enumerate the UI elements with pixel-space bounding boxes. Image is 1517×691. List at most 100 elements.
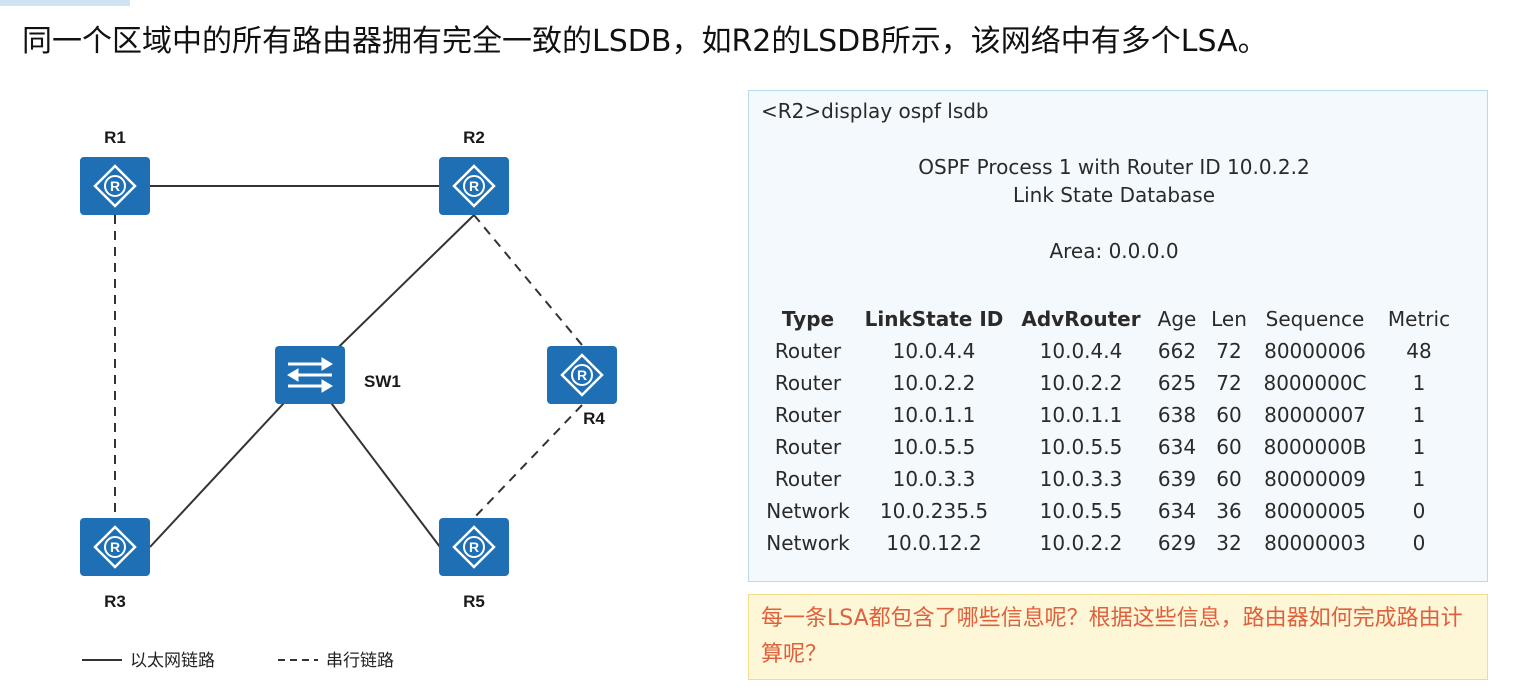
router-r3: R [80,518,150,576]
cell-type: Router [774,467,842,491]
cell-adv-router: 10.0.5.5 [1039,435,1123,459]
cell-adv-router: 10.0.3.3 [1039,467,1123,491]
header-adv-router: AdvRouter [1021,307,1141,331]
cell-sequence: 80000003 [1264,531,1366,555]
label-r1: R1 [104,128,126,147]
lsdb-table: Type LinkState ID AdvRouter Age Len Sequ… [761,303,1461,559]
cell-age: 625 [1157,371,1197,395]
cell-age: 634 [1157,499,1197,523]
cell-age: 634 [1157,435,1197,459]
label-sw1: SW1 [364,372,401,391]
header-age: Age [1157,307,1197,331]
cell-sequence: 80000005 [1264,499,1366,523]
router-r2: R [439,157,509,215]
cell-linkstate-id: 10.0.12.2 [886,531,982,555]
table-row: Network 10.0.235.5 10.0.5.5 634 36 80000… [761,495,1461,527]
cell-linkstate-id: 10.0.5.5 [892,435,976,459]
cell-adv-router: 10.0.4.4 [1039,339,1123,363]
legend-serial-label: 串行链路 [326,651,394,671]
cell-sequence: 80000007 [1264,403,1366,427]
router-r4: R [547,346,617,404]
console-process-line: OSPF Process 1 with Router ID 10.0.2.2 [918,155,1310,179]
cell-adv-router: 10.0.5.5 [1039,499,1123,523]
cell-metric: 1 [1412,467,1426,491]
cell-sequence: 80000006 [1264,339,1366,363]
router-icon: R [93,164,137,208]
label-r2: R2 [463,128,485,147]
svg-text:R: R [577,367,587,383]
cell-type: Router [774,371,842,395]
svg-text:R: R [110,539,120,555]
cell-metric: 0 [1412,499,1426,523]
table-row: Router 10.0.3.3 10.0.3.3 639 60 80000009… [761,463,1461,495]
svg-text:R: R [110,178,120,194]
cell-type: Router [774,339,842,363]
cell-linkstate-id: 10.0.1.1 [892,403,976,427]
cell-len: 60 [1216,435,1242,459]
cell-sequence: 8000000B [1263,435,1367,459]
table-row: Router 10.0.1.1 10.0.1.1 638 60 80000007… [761,399,1461,431]
header-sequence: Sequence [1265,307,1365,331]
cell-type: Router [774,435,842,459]
table-row: Router 10.0.5.5 10.0.5.5 634 60 8000000B… [761,431,1461,463]
link-r2-r4 [473,214,583,346]
cell-len: 32 [1216,531,1242,555]
cell-age: 639 [1157,467,1197,491]
cell-len: 72 [1216,371,1242,395]
cell-adv-router: 10.0.2.2 [1039,371,1123,395]
header-metric: Metric [1387,307,1451,331]
slide-accent-bar [0,0,130,6]
switch-sw1 [275,346,345,404]
header-type: Type [781,307,835,331]
cell-metric: 1 [1412,435,1426,459]
link-r4-r5 [473,404,583,519]
cell-metric: 48 [1406,339,1432,363]
lsdb-console-output: <R2>display ospf lsdb OSPF Process 1 wit… [748,90,1488,582]
cell-len: 60 [1216,467,1242,491]
cell-len: 72 [1216,339,1242,363]
svg-text:R: R [469,178,479,194]
cell-len: 36 [1216,499,1242,523]
table-row: Router 10.0.4.4 10.0.4.4 662 72 80000006… [761,335,1461,367]
lsdb-header-row: Type LinkState ID AdvRouter Age Len Sequ… [761,303,1461,335]
switch-icon [287,357,333,393]
cell-type: Network [766,531,850,555]
console-db-title: Link State Database [1012,183,1216,207]
cell-linkstate-id: 10.0.2.2 [892,371,976,395]
table-row: Network 10.0.12.2 10.0.2.2 629 32 800000… [761,527,1461,559]
cell-linkstate-id: 10.0.3.3 [892,467,976,491]
router-r1: R [80,157,150,215]
label-r5: R5 [463,592,485,611]
router-icon: R [93,525,137,569]
legend-ethernet-label: 以太网链路 [130,651,215,671]
label-r3: R3 [104,592,126,611]
cell-type: Network [766,499,850,523]
cell-metric: 1 [1412,371,1426,395]
cell-adv-router: 10.0.2.2 [1039,531,1123,555]
cell-linkstate-id: 10.0.4.4 [892,339,976,363]
router-r5: R [439,518,509,576]
svg-text:R: R [469,539,479,555]
console-area-line: Area: 0.0.0.0 [1049,239,1179,263]
cell-age: 662 [1157,339,1197,363]
cell-adv-router: 10.0.1.1 [1039,403,1123,427]
cell-metric: 1 [1412,403,1426,427]
cell-linkstate-id: 10.0.235.5 [879,499,989,523]
header-len: Len [1211,307,1247,331]
cell-type: Router [774,403,842,427]
console-command: <R2>display ospf lsdb [761,99,989,123]
cell-metric: 0 [1412,531,1426,555]
network-topology-diagram: R R1 R R2 R R3 R R4 [80,128,617,671]
label-r4: R4 [583,409,605,428]
cell-age: 629 [1157,531,1197,555]
table-row: Router 10.0.2.2 10.0.2.2 625 72 8000000C… [761,367,1461,399]
router-icon: R [560,353,604,397]
cell-age: 638 [1157,403,1197,427]
router-icon: R [452,164,496,208]
cell-sequence: 8000000C [1263,371,1367,395]
router-icon: R [452,525,496,569]
question-callout: 每一条LSA都包含了哪些信息呢？根据这些信息，路由器如何完成路由计算呢？ [748,594,1488,680]
legend: 以太网链路 串行链路 [82,651,394,671]
header-linkstate-id: LinkState ID [864,307,1004,331]
slide-title: 同一个区域中的所有路由器拥有完全一致的LSDB，如R2的LSDB所示，该网络中有… [22,24,1268,59]
